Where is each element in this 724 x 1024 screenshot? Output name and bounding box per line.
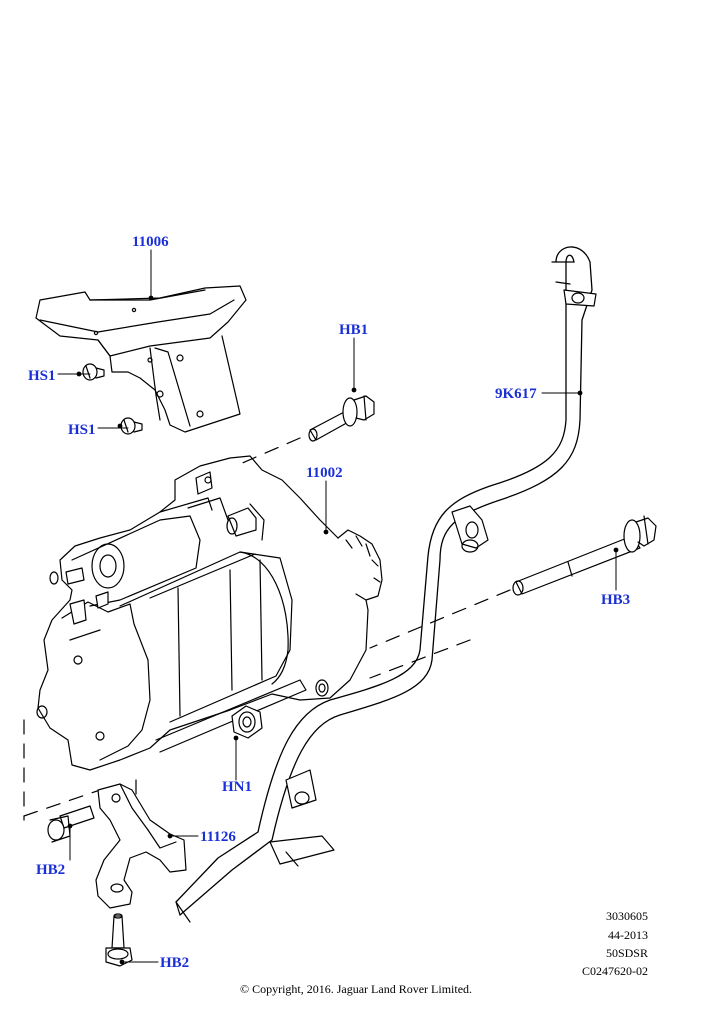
hb3-bolt[interactable] bbox=[513, 516, 656, 595]
reference-line-4: C0247620-02 bbox=[582, 964, 648, 978]
leader-lines bbox=[58, 250, 616, 962]
alignment-lines bbox=[24, 438, 510, 820]
callout-11006[interactable]: 11006 bbox=[132, 234, 169, 250]
callout-hs1-lower[interactable]: HS1 bbox=[68, 422, 96, 438]
hb2-bolt-lower[interactable] bbox=[106, 914, 132, 966]
hb1-bolt[interactable] bbox=[309, 396, 374, 441]
hb2-bolt-upper[interactable] bbox=[48, 806, 94, 842]
hn1-nut[interactable] bbox=[232, 706, 262, 738]
lower-bracket[interactable] bbox=[96, 784, 186, 908]
callout-11002[interactable]: 11002 bbox=[306, 465, 343, 481]
leader-dots bbox=[67, 295, 619, 965]
reference-line-3: 50SDSR bbox=[605, 946, 648, 960]
starter-motor[interactable] bbox=[37, 456, 382, 770]
callout-11126[interactable]: 11126 bbox=[200, 829, 236, 845]
copyright-notice: © Copyright, 2016. Jaguar Land Rover Lim… bbox=[239, 982, 473, 996]
callout-9k617[interactable]: 9K617 bbox=[495, 386, 537, 402]
callout-hb3[interactable]: HB3 bbox=[601, 592, 631, 608]
callout-hs1-upper[interactable]: HS1 bbox=[28, 368, 56, 384]
callout-hb1[interactable]: HB1 bbox=[339, 322, 369, 338]
reference-line-2: 44-2013 bbox=[608, 928, 648, 942]
starter-cable[interactable] bbox=[176, 247, 596, 922]
callout-hb2-lower[interactable]: HB2 bbox=[160, 955, 190, 971]
hs1-bolt-lower[interactable] bbox=[121, 418, 142, 434]
heat-shield-bracket[interactable] bbox=[36, 286, 246, 432]
callout-hn1[interactable]: HN1 bbox=[222, 779, 252, 795]
callout-hb2-upper[interactable]: HB2 bbox=[36, 862, 66, 878]
reference-line-1: 3030605 bbox=[606, 909, 648, 923]
hs1-bolt-upper[interactable] bbox=[83, 364, 104, 380]
